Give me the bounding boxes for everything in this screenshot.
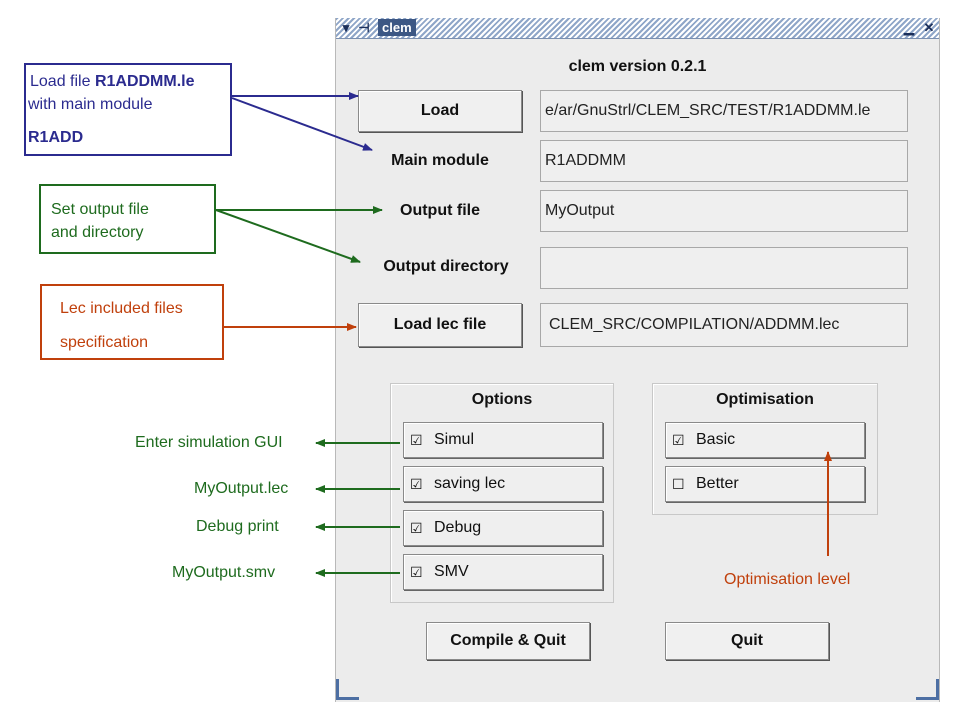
optimisation-title: Optimisation [716, 391, 814, 408]
optimisation-better[interactable]: ☐ Better [665, 466, 865, 502]
option-label: saving lec [434, 475, 506, 492]
optimisation-label: Better [696, 475, 739, 492]
title-bar: ▾ ⊣ clem ▁ ✕ [336, 18, 939, 39]
checkbox-icon: ☑ [672, 431, 685, 448]
output-file-field[interactable]: MyOutput [540, 190, 908, 232]
lec-path-field[interactable]: CLEM_SRC/COMPILATION/ADDMM.lec [540, 303, 908, 347]
load-annotation-line1: Load file R1ADDMM.le [30, 73, 195, 91]
option-label: Debug [434, 519, 482, 536]
lec-annotation-line2: specification [60, 334, 149, 351]
clem-window: ▾ ⊣ clem ▁ ✕ clem version 0.2.1 Load e/a… [335, 18, 940, 702]
optimisation-group: Optimisation ☑ Basic ☐ Better [652, 383, 878, 515]
load-path-field[interactable]: e/ar/GnuStrl/CLEM_SRC/TEST/R1ADDMM.le [540, 90, 908, 132]
checkbox-icon: ☑ [410, 519, 423, 536]
load-annotation-prefix: Load file [30, 73, 95, 90]
optimisation-label: Basic [696, 431, 736, 448]
window-menu-icon[interactable]: ▾ [342, 20, 350, 35]
load-annotation-line3: R1ADD [28, 129, 84, 146]
arrow-to-output-directory [215, 209, 361, 263]
main-module-field[interactable]: R1ADDMM [540, 140, 908, 182]
resize-corner-right[interactable] [916, 679, 939, 700]
checkbox-icon: ☑ [410, 475, 423, 492]
option-label: SMV [434, 563, 469, 580]
option-label: Simul [434, 431, 475, 448]
option-smv[interactable]: ☑ SMV [403, 554, 603, 590]
close-icon[interactable]: ✕ [923, 20, 935, 35]
version-label: clem version 0.2.1 [568, 58, 707, 75]
output-directory-field[interactable] [540, 247, 908, 289]
option-simul[interactable]: ☑ Simul [403, 422, 603, 458]
checkbox-icon: ☑ [410, 431, 423, 448]
debug-annotation: Debug print [196, 518, 279, 535]
load-annotation-line2: with main module [28, 96, 153, 113]
main-module-label: Main module [391, 152, 489, 169]
load-annotation-filename: R1ADDMM.le [94, 73, 195, 90]
output-annotation-line1: Set output file [51, 201, 149, 218]
output-file-label: Output file [400, 202, 480, 219]
output-annotation-box: Set output file and directory [39, 184, 216, 254]
smv-annotation: MyOutput.smv [172, 564, 276, 581]
option-debug[interactable]: ☑ Debug [403, 510, 603, 546]
load-lec-button[interactable]: Load lec file [358, 303, 522, 347]
lec-annotation-box: Lec included files specification [40, 284, 224, 360]
output-directory-label: Output directory [383, 258, 509, 275]
load-annotation-box: Load file R1ADDMM.le with main module R1… [24, 63, 232, 156]
checkbox-icon: ☑ [410, 563, 423, 580]
saving-annotation: MyOutput.lec [194, 480, 289, 497]
load-button[interactable]: Load [358, 90, 522, 132]
pin-icon[interactable]: ⊣ [358, 20, 370, 35]
option-saving-lec[interactable]: ☑ saving lec [403, 466, 603, 502]
quit-button[interactable]: Quit [665, 622, 829, 660]
checkbox-empty-icon: ☐ [672, 475, 685, 492]
simul-annotation: Enter simulation GUI [135, 434, 283, 451]
minimize-icon[interactable]: ▁ [904, 20, 914, 35]
compile-quit-button[interactable]: Compile & Quit [426, 622, 590, 660]
options-group: Options ☑ Simul ☑ saving lec ☑ Debug ☑ S… [390, 383, 614, 603]
arrow-to-main-module [231, 97, 373, 151]
output-annotation-line2: and directory [51, 224, 144, 241]
window-title: clem [378, 19, 416, 36]
options-title: Options [471, 391, 533, 408]
lec-annotation-line1: Lec included files [60, 300, 183, 317]
optimisation-annotation: Optimisation level [724, 571, 851, 588]
resize-corner-left[interactable] [336, 679, 359, 700]
